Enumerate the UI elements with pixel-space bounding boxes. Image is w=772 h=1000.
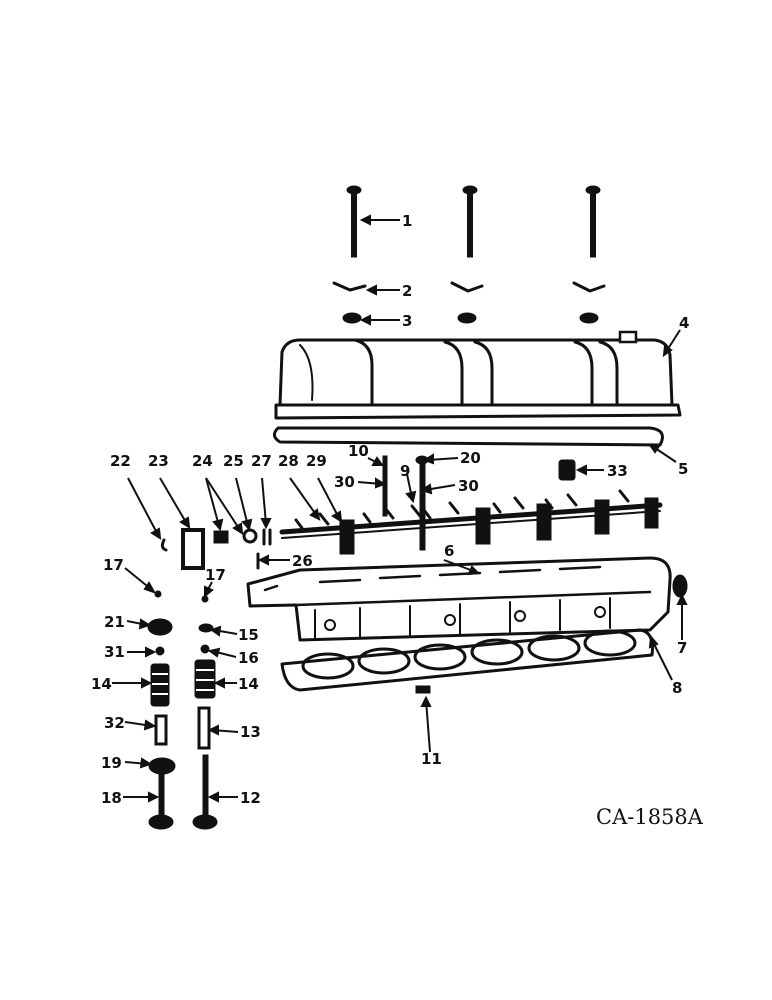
label-part-14-right: 14 [238, 675, 259, 693]
label-part-10: 10 [348, 442, 369, 460]
label-part-17-left: 17 [103, 556, 124, 574]
head-gasket [280, 628, 654, 694]
label-part-19: 19 [101, 754, 122, 772]
bolt-clips [332, 281, 606, 293]
label-part-30-left: 30 [334, 473, 355, 491]
rocker-shaft-assembly [279, 455, 663, 555]
label-part-7: 7 [677, 639, 687, 657]
valve-train-parts [147, 590, 218, 830]
rocker-arm-cover [274, 330, 682, 420]
label-part-25: 25 [223, 452, 244, 470]
small-hardware-parts [160, 528, 272, 570]
label-part-21: 21 [104, 613, 125, 631]
label-part-33: 33 [607, 462, 628, 480]
label-part-27: 27 [251, 452, 272, 470]
label-part-5: 5 [678, 460, 688, 478]
label-part-2: 2 [402, 282, 412, 300]
leader-arrows [112, 214, 688, 803]
label-part-16: 16 [238, 649, 259, 667]
cover-bolts [346, 185, 601, 258]
label-part-6: 6 [444, 542, 454, 560]
label-part-32: 32 [104, 714, 125, 732]
label-part-28: 28 [278, 452, 299, 470]
oil-filler-cap [558, 459, 576, 481]
illustration-code: CA-1858A [596, 805, 704, 829]
label-part-26: 26 [292, 552, 313, 570]
label-part-30-right: 30 [458, 477, 479, 495]
label-part-1: 1 [402, 212, 412, 230]
label-part-11: 11 [421, 750, 442, 768]
label-part-12: 12 [240, 789, 261, 807]
label-part-29: 29 [306, 452, 327, 470]
label-part-8: 8 [672, 679, 682, 697]
label-part-15: 15 [238, 626, 259, 644]
label-part-22: 22 [110, 452, 131, 470]
bolt-grommets [342, 312, 599, 324]
label-part-24: 24 [192, 452, 213, 470]
label-part-9: 9 [400, 462, 410, 480]
label-part-20: 20 [460, 449, 481, 467]
label-part-13: 13 [240, 723, 261, 741]
part-number-labels: 1 2 3 4 5 6 7 8 9 10 11 12 13 14 14 15 1… [91, 212, 689, 807]
label-part-23: 23 [148, 452, 169, 470]
label-part-17-right: 17 [205, 566, 226, 584]
cover-gasket [273, 426, 664, 447]
label-part-31: 31 [104, 643, 125, 661]
label-part-4: 4 [679, 314, 689, 332]
cylinder-head [246, 556, 688, 642]
label-part-18: 18 [101, 789, 122, 807]
label-part-3: 3 [402, 312, 412, 330]
label-part-14-left: 14 [91, 675, 112, 693]
